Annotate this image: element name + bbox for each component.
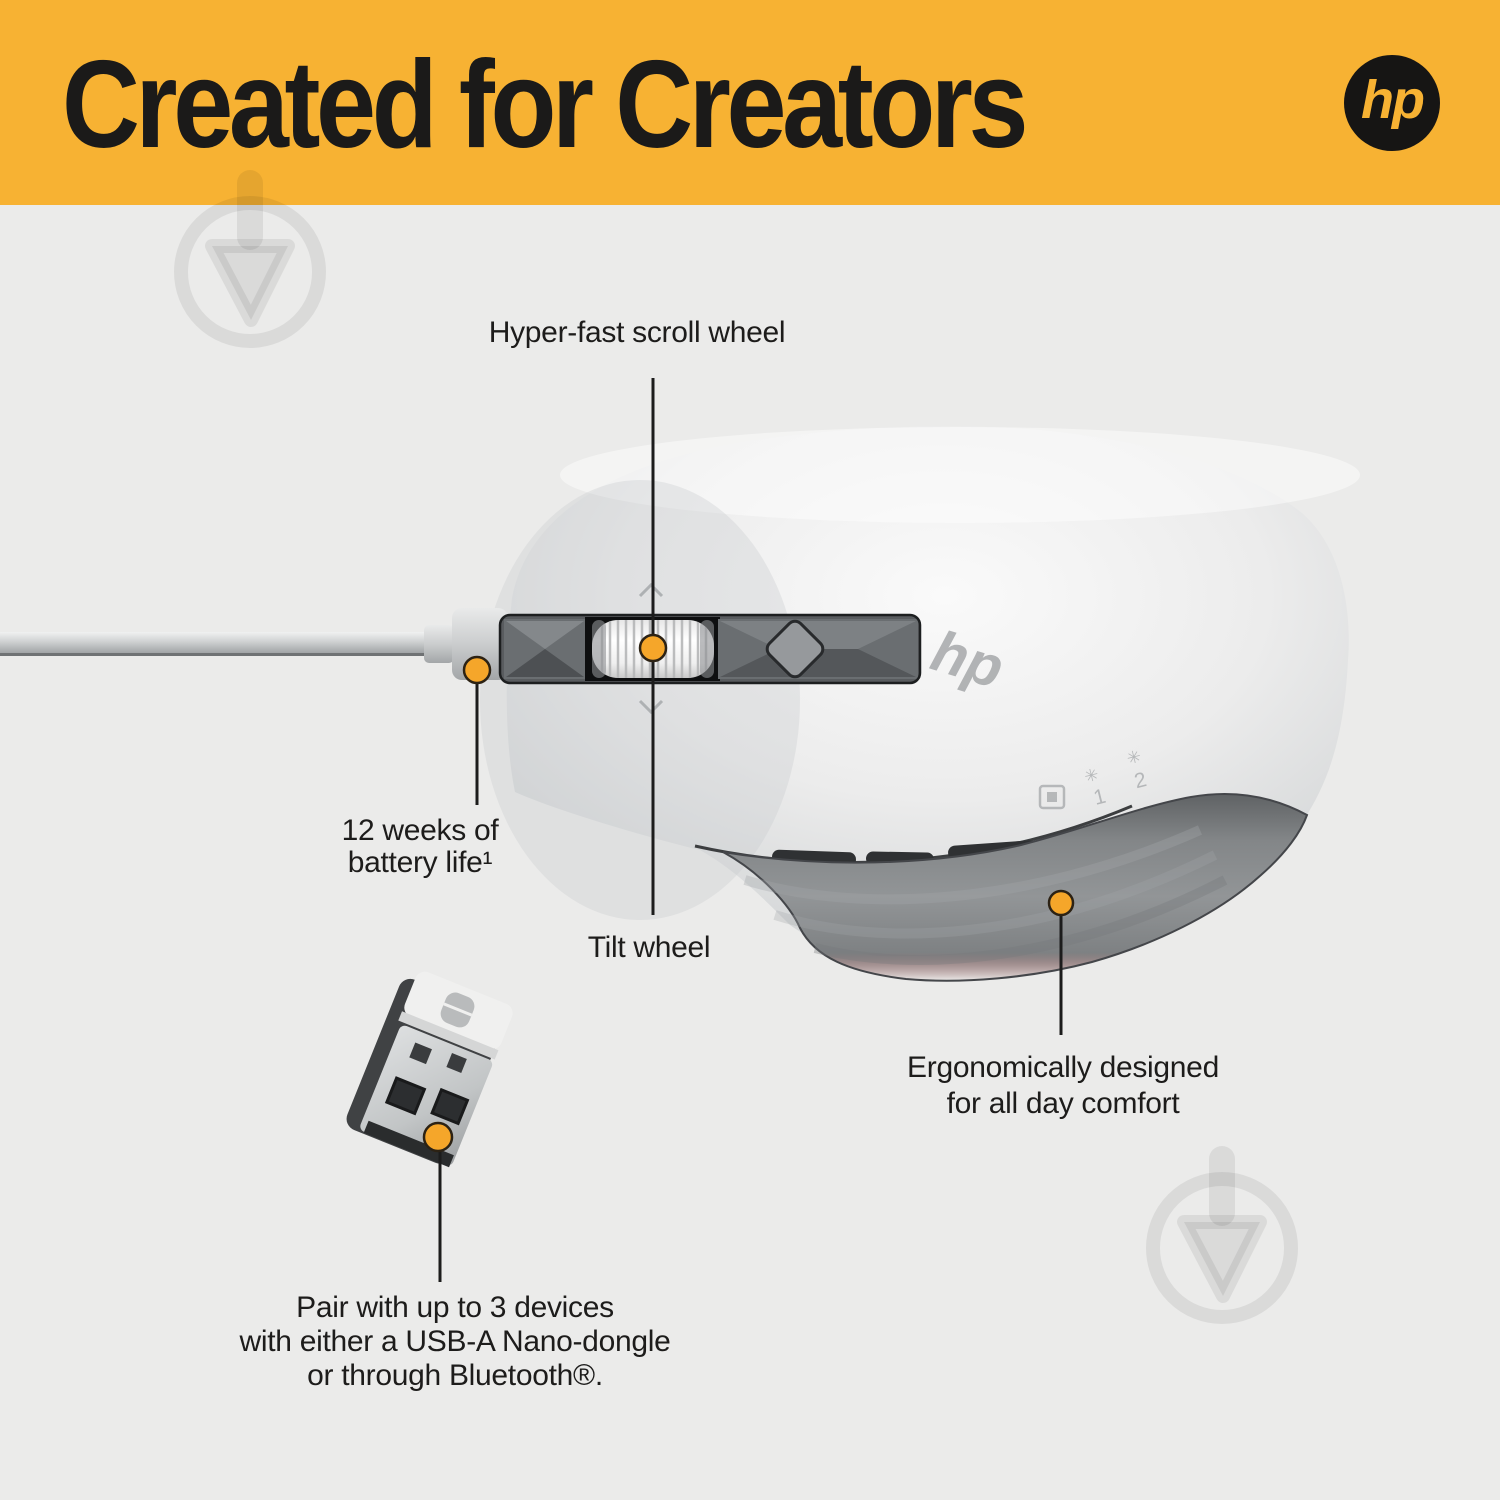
battery-label-line2: battery life¹ — [347, 846, 493, 879]
pairing-mode-icons: ✳ 1 ✳ 2 — [1038, 747, 1149, 810]
svg-text:✳: ✳ — [1125, 747, 1143, 769]
ergonomic-label-line1: Ergonomically designed — [907, 1051, 1219, 1084]
hp-logo-text: hp — [1361, 70, 1425, 130]
usb-dongle — [346, 971, 513, 1168]
tilt-mode-button — [765, 619, 825, 679]
mouse-cable — [0, 625, 454, 663]
page-title: Created for Creators — [62, 36, 1029, 174]
pairing-dot — [422, 1121, 454, 1153]
cable-connector — [452, 608, 508, 680]
mouse-shell — [506, 426, 1349, 957]
callout-label-scroll-wheel: Hyper-fast scroll wheel — [488, 316, 786, 349]
scroll-wheel — [592, 620, 714, 678]
device-icon — [1038, 784, 1066, 810]
scroll-wheel-dot — [638, 633, 668, 663]
battery-label-line1: 12 weeks of — [341, 814, 499, 847]
strip-right-bevel — [718, 619, 918, 679]
watermark-plumb-icon — [1153, 1146, 1291, 1317]
usb-contacts — [384, 1042, 470, 1126]
palm-rest — [722, 793, 1309, 982]
callout-label-tilt-wheel: Tilt wheel — [587, 931, 711, 964]
pairing-label-line3: or through Bluetooth®. — [307, 1359, 603, 1392]
bluetooth-channel-2-icon: ✳ 2 — [1125, 747, 1149, 794]
pairing-label-line1: Pair with up to 3 devices — [296, 1291, 614, 1324]
ergonomic-dot — [1047, 889, 1075, 917]
side-buttons — [694, 804, 1133, 868]
battery-dot — [462, 655, 492, 685]
shell-left-shading — [480, 480, 800, 920]
dongle-cap — [404, 971, 513, 1050]
svg-text:1: 1 — [1091, 785, 1108, 810]
scroll-direction-chevrons — [638, 582, 664, 715]
callout-label-battery: 12 weeks of battery life¹ — [342, 815, 499, 879]
pairing-label-line2: with either a USB-A Nano-dongle — [239, 1325, 671, 1358]
callout-label-pairing: Pair with up to 3 devices with either a … — [240, 1291, 671, 1393]
bluetooth-channel-1-icon: ✳ 1 — [1082, 765, 1108, 810]
callout-lines — [438, 378, 1063, 1282]
callout-label-ergonomic: Ergonomically designed for all day comfo… — [907, 1050, 1219, 1122]
scroll-strip — [498, 613, 922, 685]
svg-text:✳: ✳ — [1082, 765, 1100, 787]
svg-text:2: 2 — [1132, 768, 1149, 793]
cable-ferrule — [424, 625, 454, 663]
strip-left-bevel — [504, 619, 586, 679]
mouse-glyph-icon — [440, 992, 475, 1028]
shell-highlight — [560, 427, 1360, 523]
dongle-usb-plug — [360, 1025, 493, 1166]
ergonomic-label-line2: for all day comfort — [946, 1087, 1180, 1120]
engraved-hp-logo: hp — [924, 618, 1011, 701]
header-banner: Created for Creators — [0, 0, 1500, 205]
hp-logo: hp — [1344, 55, 1440, 151]
wheel-well — [585, 617, 720, 681]
